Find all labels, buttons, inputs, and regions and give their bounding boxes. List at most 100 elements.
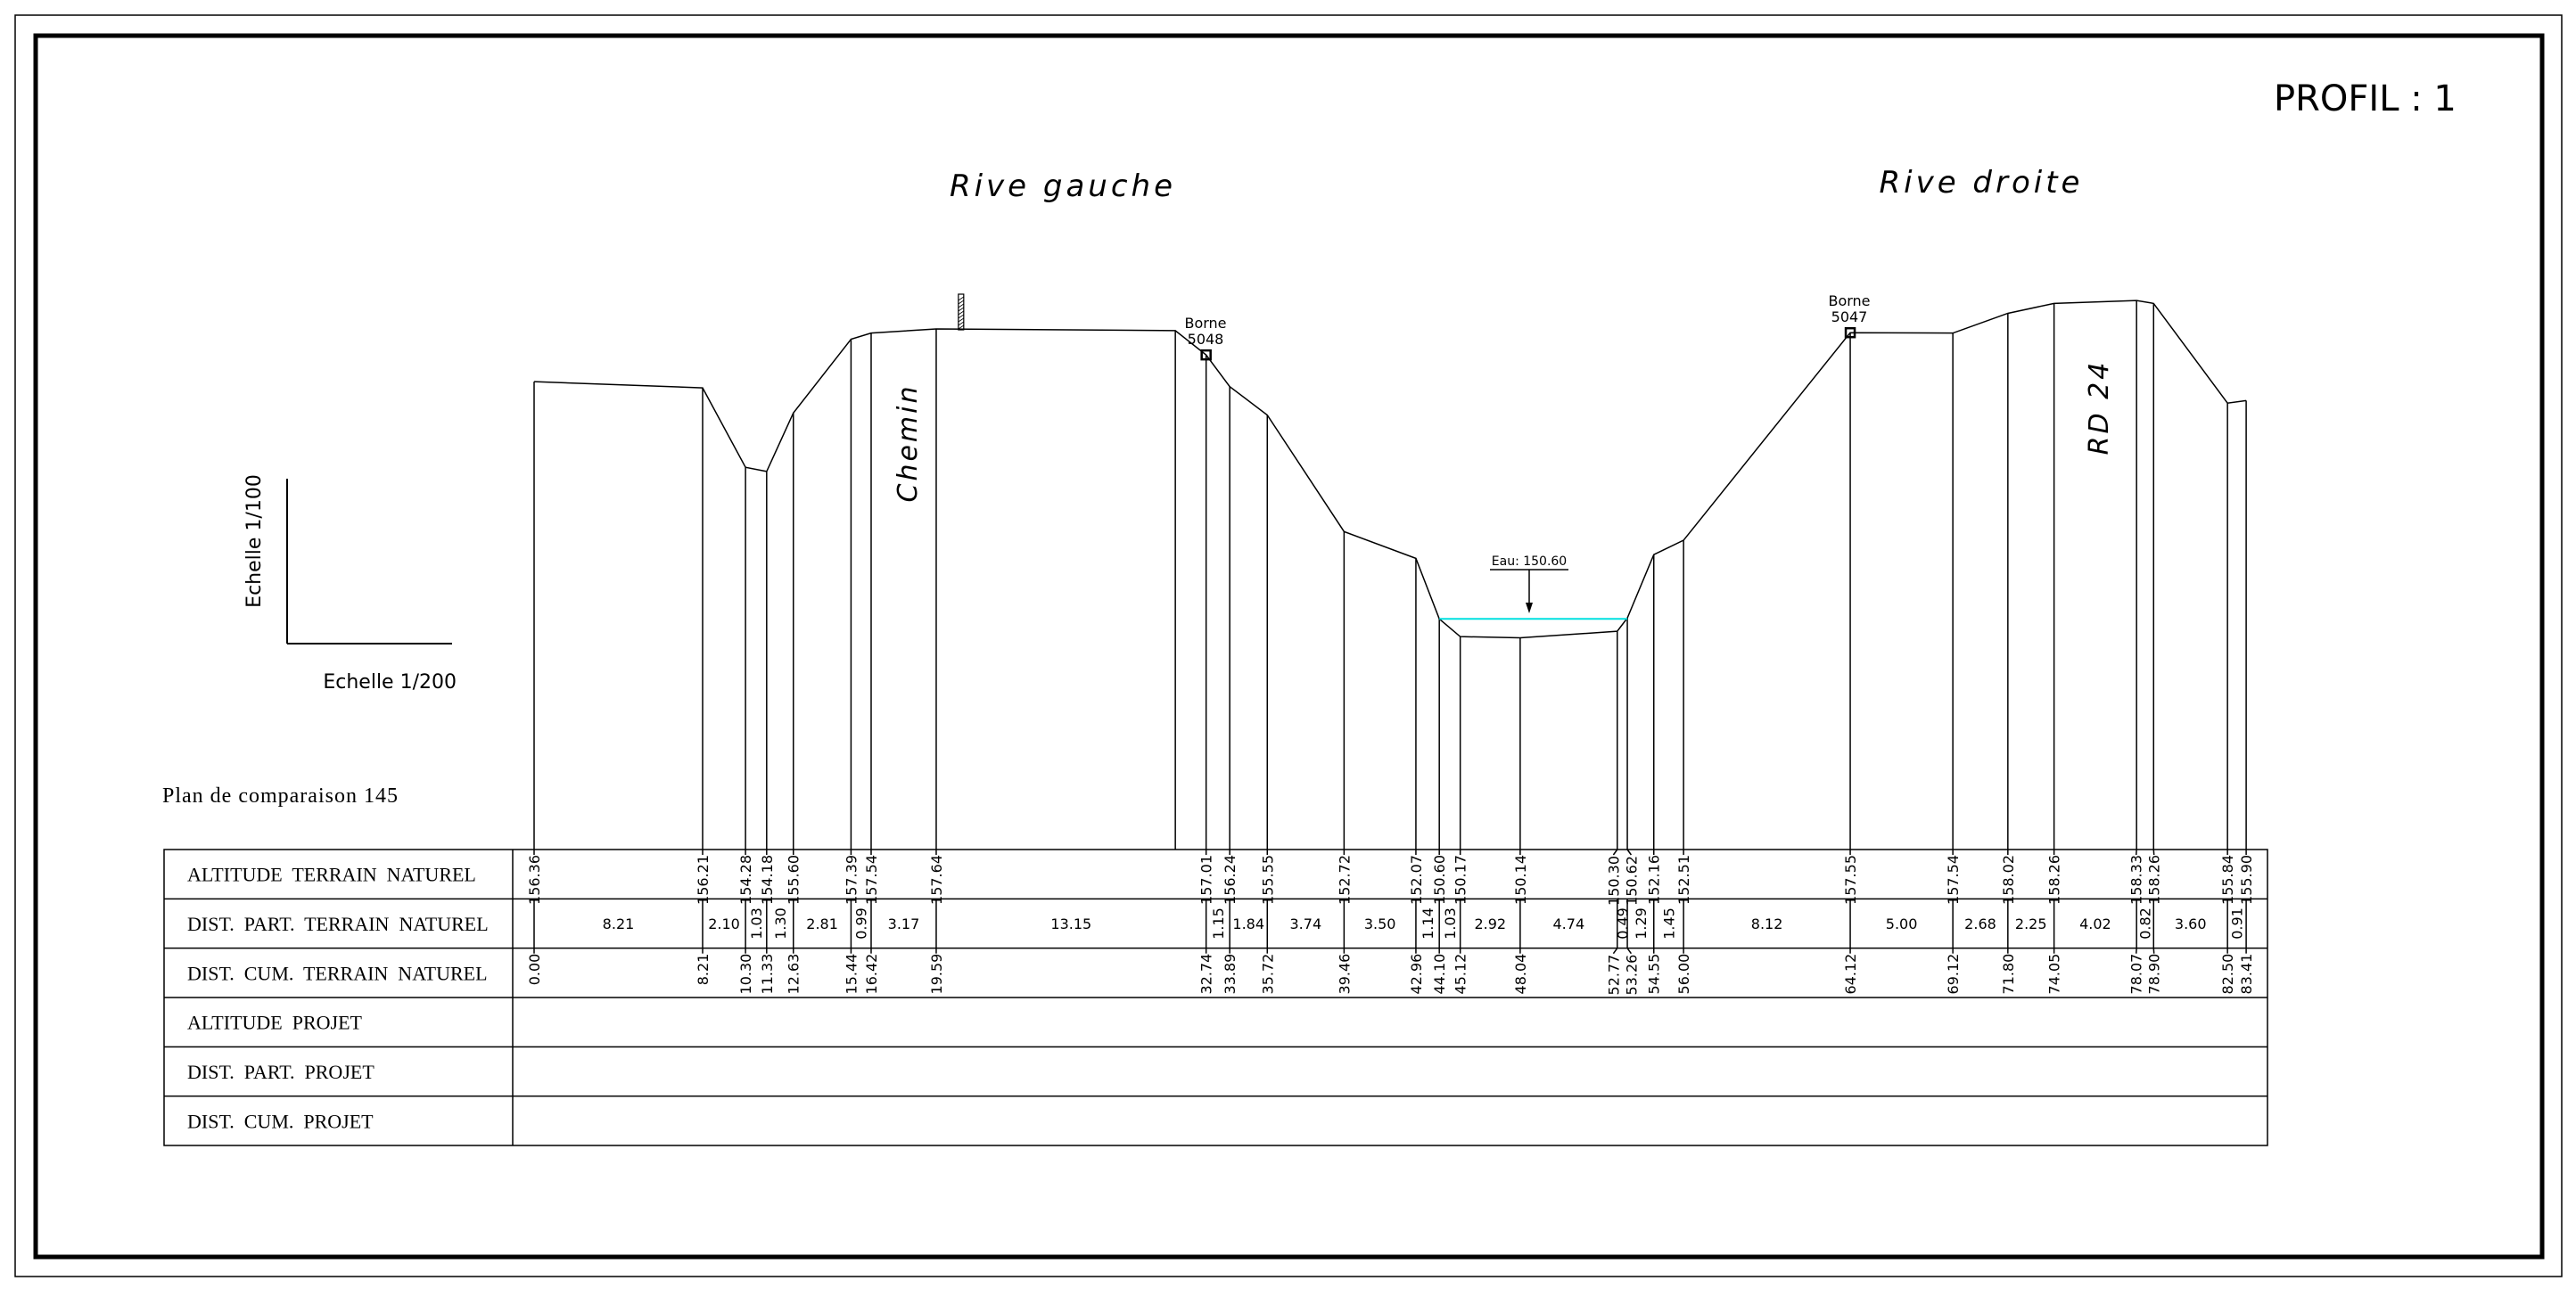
partial-distance-value: 1.29 bbox=[1633, 907, 1650, 940]
cumulative-distance-value: 39.46 bbox=[1336, 954, 1353, 995]
table-row-label: ALTITUDE TERRAIN NATUREL bbox=[187, 864, 476, 886]
cumulative-distance-value: 52.77 bbox=[1605, 955, 1622, 996]
cumulative-distance-value: 83.41 bbox=[2238, 954, 2255, 995]
cumulative-distance-value: 10.30 bbox=[737, 954, 754, 995]
altitude-value: 158.26 bbox=[2146, 855, 2163, 905]
altitude-value: 150.62 bbox=[1623, 856, 1640, 906]
cumulative-distance-value: 74.05 bbox=[2046, 954, 2063, 995]
cumulative-distance-value: 12.63 bbox=[786, 954, 802, 995]
altitude-value: 157.55 bbox=[1842, 855, 1859, 905]
altitude-value: 152.16 bbox=[1646, 855, 1663, 905]
altitude-value: 150.30 bbox=[1605, 856, 1622, 906]
bank-right-label: Rive droite bbox=[1880, 165, 2084, 201]
partial-distance-value: 1.45 bbox=[1660, 907, 1677, 940]
water-arrow-head bbox=[1526, 603, 1533, 613]
fence-post-hatch bbox=[958, 303, 965, 308]
outer-frame bbox=[14, 14, 2563, 1277]
cumulative-distance-value: 53.26 bbox=[1623, 955, 1640, 996]
partial-distance-value: 8.21 bbox=[603, 915, 635, 932]
altitude-value: 152.72 bbox=[1336, 855, 1353, 905]
altitude-value: 155.60 bbox=[786, 855, 802, 905]
fence-post-hatch bbox=[958, 324, 965, 330]
borne-marker-icon bbox=[1844, 326, 1856, 339]
altitude-value: 157.64 bbox=[928, 855, 945, 905]
altitude-value: 156.21 bbox=[695, 855, 712, 905]
cumulative-distance-value: 71.80 bbox=[2000, 954, 2017, 995]
cumulative-distance-value: 44.10 bbox=[1431, 954, 1448, 995]
table-row-label: DIST. CUM. PROJET bbox=[187, 1110, 374, 1132]
cumulative-distance-value: 33.89 bbox=[1222, 954, 1239, 995]
fence-post-hatch bbox=[958, 307, 965, 312]
cumulative-distance-value: 11.33 bbox=[759, 954, 776, 995]
partial-distance-value: 0.82 bbox=[2137, 907, 2154, 940]
altitude-value: 152.07 bbox=[1408, 855, 1425, 905]
altitude-value: 156.24 bbox=[1222, 855, 1239, 905]
altitude-value: 158.33 bbox=[2128, 855, 2145, 905]
borne-5047-label-line2: 5047 bbox=[1831, 308, 1868, 325]
altitude-value: 156.36 bbox=[526, 855, 543, 905]
partial-distance-value: 1.30 bbox=[772, 907, 789, 940]
fence-post-icon bbox=[958, 293, 965, 331]
cumulative-distance-value: 78.90 bbox=[2146, 954, 2163, 995]
water-level-label: Eau: 150.60 bbox=[1492, 554, 1567, 569]
fence-post-hatch bbox=[958, 314, 965, 319]
partial-distance-value: 1.03 bbox=[1442, 907, 1459, 940]
cumulative-distance-value: 8.21 bbox=[695, 954, 712, 986]
borne-5048-label-line2: 5048 bbox=[1188, 331, 1224, 348]
altitude-tick bbox=[1626, 849, 1633, 856]
scale-vertical-label: Echelle 1/100 bbox=[243, 474, 266, 608]
altitude-value: 157.54 bbox=[1945, 855, 1962, 905]
partial-distance-value: 3.17 bbox=[888, 915, 920, 932]
cumulative-tick bbox=[1626, 948, 1633, 955]
cumulative-distance-value: 54.55 bbox=[1646, 954, 1663, 995]
fence-post-hatch bbox=[958, 321, 965, 326]
borne-5047-label-line1: Borne bbox=[1828, 292, 1870, 309]
fence-post-hatch bbox=[958, 296, 965, 301]
partial-distance-value: 1.14 bbox=[1420, 907, 1436, 940]
inner-frame bbox=[33, 33, 2545, 1260]
cumulative-distance-value: 42.96 bbox=[1408, 954, 1425, 995]
altitude-value: 158.02 bbox=[2000, 855, 2017, 905]
partial-distance-value: 0.49 bbox=[1614, 907, 1631, 940]
partial-distance-value: 5.00 bbox=[1886, 915, 1918, 932]
fence-post-hatch bbox=[958, 300, 965, 305]
cumulative-distance-value: 82.50 bbox=[2219, 954, 2236, 995]
cumulative-distance-value: 56.00 bbox=[1675, 954, 1692, 995]
rd24-label: RD 24 bbox=[2084, 360, 2115, 456]
partial-distance-value: 2.10 bbox=[708, 915, 740, 932]
table-row-label: ALTITUDE PROJET bbox=[187, 1012, 363, 1034]
altitude-value: 155.55 bbox=[1259, 855, 1276, 905]
table-row-label: DIST. PART. PROJET bbox=[187, 1061, 374, 1083]
altitude-value: 154.18 bbox=[759, 855, 776, 905]
altitude-value: 157.01 bbox=[1198, 855, 1215, 905]
altitude-tick bbox=[1612, 849, 1618, 856]
profile-title: PROFIL : 1 bbox=[2274, 78, 2457, 119]
cumulative-distance-value: 45.12 bbox=[1453, 954, 1469, 995]
partial-distance-value: 1.15 bbox=[1210, 907, 1227, 940]
altitude-value: 150.60 bbox=[1431, 855, 1448, 905]
cumulative-distance-value: 15.44 bbox=[843, 954, 860, 995]
cumulative-distance-value: 78.07 bbox=[2128, 954, 2145, 995]
cumulative-distance-value: 16.42 bbox=[863, 954, 880, 995]
altitude-value: 155.84 bbox=[2219, 855, 2236, 905]
cumulative-distance-value: 48.04 bbox=[1512, 954, 1529, 995]
partial-distance-value: 3.74 bbox=[1290, 915, 1322, 932]
altitude-value: 155.90 bbox=[2238, 855, 2255, 905]
partial-distance-value: 0.99 bbox=[853, 907, 870, 940]
fence-post-hatch bbox=[958, 317, 965, 323]
altitude-value: 158.26 bbox=[2046, 855, 2063, 905]
terrain-line bbox=[533, 300, 2247, 639]
cumulative-distance-value: 32.74 bbox=[1198, 954, 1215, 995]
partial-distance-value: 8.12 bbox=[1751, 915, 1783, 932]
altitude-value: 150.14 bbox=[1512, 855, 1529, 905]
partial-distance-value: 3.50 bbox=[1364, 915, 1396, 932]
partial-distance-value: 13.15 bbox=[1050, 915, 1091, 932]
cumulative-distance-value: 35.72 bbox=[1259, 954, 1276, 995]
partial-distance-value: 4.02 bbox=[2079, 915, 2111, 932]
chemin-label: Chemin bbox=[893, 384, 924, 503]
altitude-value: 157.54 bbox=[863, 855, 880, 905]
datum-label: Plan de comparaison 145 bbox=[162, 784, 399, 808]
altitude-value: 157.39 bbox=[843, 855, 860, 905]
